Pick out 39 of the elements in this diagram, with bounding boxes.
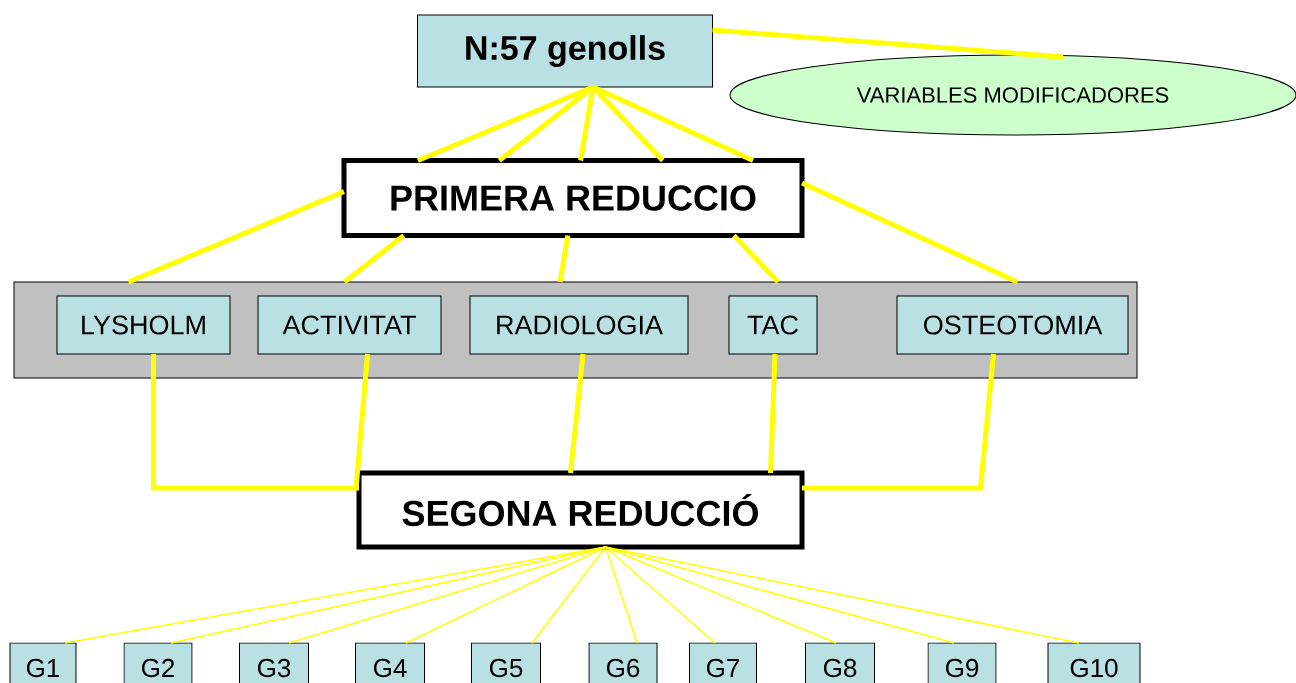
connector-line bbox=[604, 546, 638, 644]
connector-line bbox=[416, 84, 594, 163]
connector-line bbox=[768, 353, 778, 474]
ellipse-node: VARIABLES MODIFICADORES bbox=[729, 54, 1296, 136]
process-box: G3 bbox=[239, 642, 309, 683]
connector-line bbox=[405, 546, 607, 644]
process-box: G8 bbox=[805, 642, 875, 683]
process-box: G1 bbox=[9, 642, 77, 683]
process-box: G9 bbox=[927, 642, 997, 683]
connector-line bbox=[591, 85, 665, 163]
connector-line bbox=[170, 546, 607, 644]
connector-line bbox=[604, 546, 716, 644]
stage-box: PRIMERA REDUCCIO bbox=[341, 158, 805, 238]
connector-line bbox=[127, 189, 345, 285]
process-box: ACTIVITAT bbox=[257, 295, 442, 355]
connector-line bbox=[800, 180, 1019, 285]
connector-line bbox=[591, 84, 755, 163]
connector-line bbox=[568, 353, 586, 474]
connector-line bbox=[604, 546, 1080, 644]
connector-line bbox=[151, 354, 359, 491]
connector-line bbox=[531, 546, 607, 644]
process-box: G2 bbox=[123, 642, 193, 683]
process-box: G5 bbox=[471, 642, 541, 683]
process-box: N:57 genolls bbox=[417, 14, 713, 88]
process-box: G7 bbox=[689, 642, 757, 683]
connector-line bbox=[557, 235, 571, 283]
connector-line bbox=[342, 233, 406, 284]
connector-line bbox=[802, 353, 996, 491]
process-box: G4 bbox=[355, 642, 425, 683]
process-box: OSTEOTOMIA bbox=[896, 295, 1129, 355]
process-box: RADIOLOGIA bbox=[469, 295, 689, 355]
connector-line bbox=[732, 233, 780, 284]
process-box: G10 bbox=[1047, 642, 1141, 683]
process-box: G6 bbox=[588, 642, 658, 683]
stage-box: SEGONA REDUCCIÓ bbox=[356, 470, 805, 550]
process-box: TAC bbox=[728, 295, 818, 355]
connector-line bbox=[604, 546, 837, 644]
connector-line bbox=[712, 27, 1064, 60]
process-box: LYSHOLM bbox=[56, 295, 231, 355]
